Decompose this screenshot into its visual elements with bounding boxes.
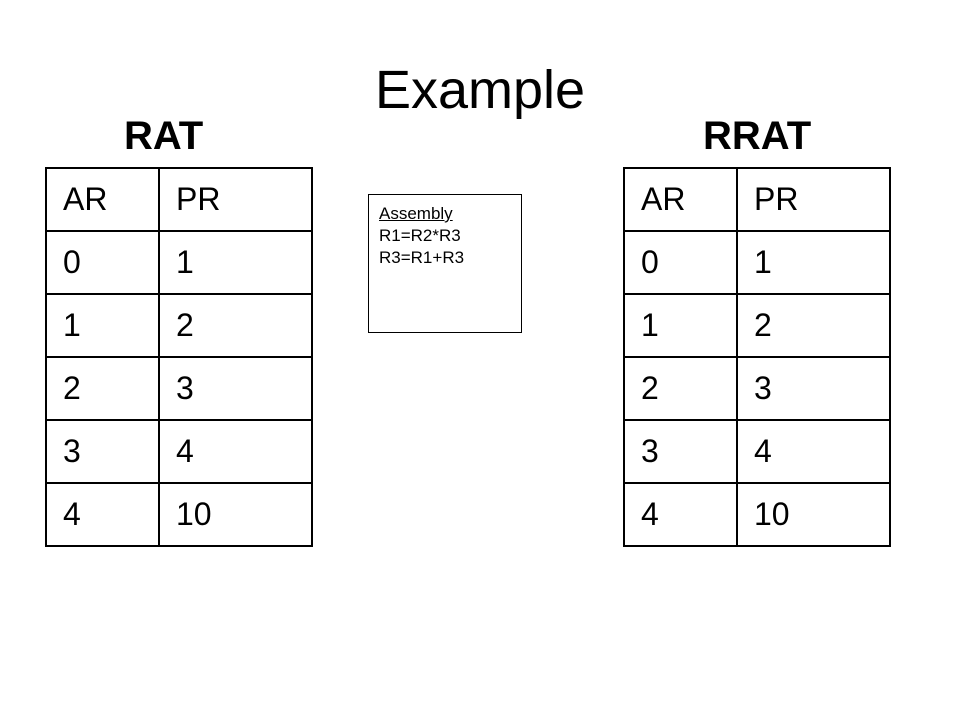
table-row: 1 2: [45, 293, 313, 358]
cell-ar: 4: [623, 482, 738, 547]
rat-heading: RAT: [124, 114, 204, 158]
rat-table: AR PR 0 1 1 2 2 3 3 4 4 10: [45, 167, 313, 547]
column-header-ar: AR: [45, 167, 160, 232]
assembly-title: Assembly: [379, 204, 453, 223]
slide-title: Example: [374, 60, 586, 120]
rrat-heading: RRAT: [703, 114, 812, 158]
table-row: 2 3: [623, 356, 891, 421]
cell-pr: 1: [736, 230, 891, 295]
cell-ar: 0: [623, 230, 738, 295]
assembly-line: R1=R2*R3: [379, 226, 461, 245]
table-row: 4 10: [623, 482, 891, 547]
table-row: 2 3: [45, 356, 313, 421]
cell-pr: 2: [158, 293, 313, 358]
cell-pr: 4: [158, 419, 313, 484]
table-row: 3 4: [623, 419, 891, 484]
table-header-row: AR PR: [45, 167, 313, 232]
assembly-box: Assembly R1=R2*R3 R3=R1+R3: [368, 194, 522, 333]
cell-pr: 4: [736, 419, 891, 484]
table-header-row: AR PR: [623, 167, 891, 232]
cell-ar: 2: [623, 356, 738, 421]
assembly-line: R3=R1+R3: [379, 248, 465, 267]
cell-pr: 3: [158, 356, 313, 421]
column-header-pr: PR: [736, 167, 891, 232]
table-row: 4 10: [45, 482, 313, 547]
cell-ar: 3: [623, 419, 738, 484]
column-header-pr: PR: [158, 167, 313, 232]
cell-pr: 3: [736, 356, 891, 421]
cell-ar: 3: [45, 419, 160, 484]
cell-pr: 2: [736, 293, 891, 358]
cell-ar: 2: [45, 356, 160, 421]
table-row: 0 1: [623, 230, 891, 295]
cell-ar: 1: [623, 293, 738, 358]
table-row: 0 1: [45, 230, 313, 295]
table-row: 3 4: [45, 419, 313, 484]
cell-pr: 1: [158, 230, 313, 295]
column-header-ar: AR: [623, 167, 738, 232]
table-row: 1 2: [623, 293, 891, 358]
cell-ar: 0: [45, 230, 160, 295]
cell-ar: 4: [45, 482, 160, 547]
cell-ar: 1: [45, 293, 160, 358]
cell-pr: 10: [736, 482, 891, 547]
rrat-table: AR PR 0 1 1 2 2 3 3 4 4 10: [623, 167, 891, 547]
cell-pr: 10: [158, 482, 313, 547]
